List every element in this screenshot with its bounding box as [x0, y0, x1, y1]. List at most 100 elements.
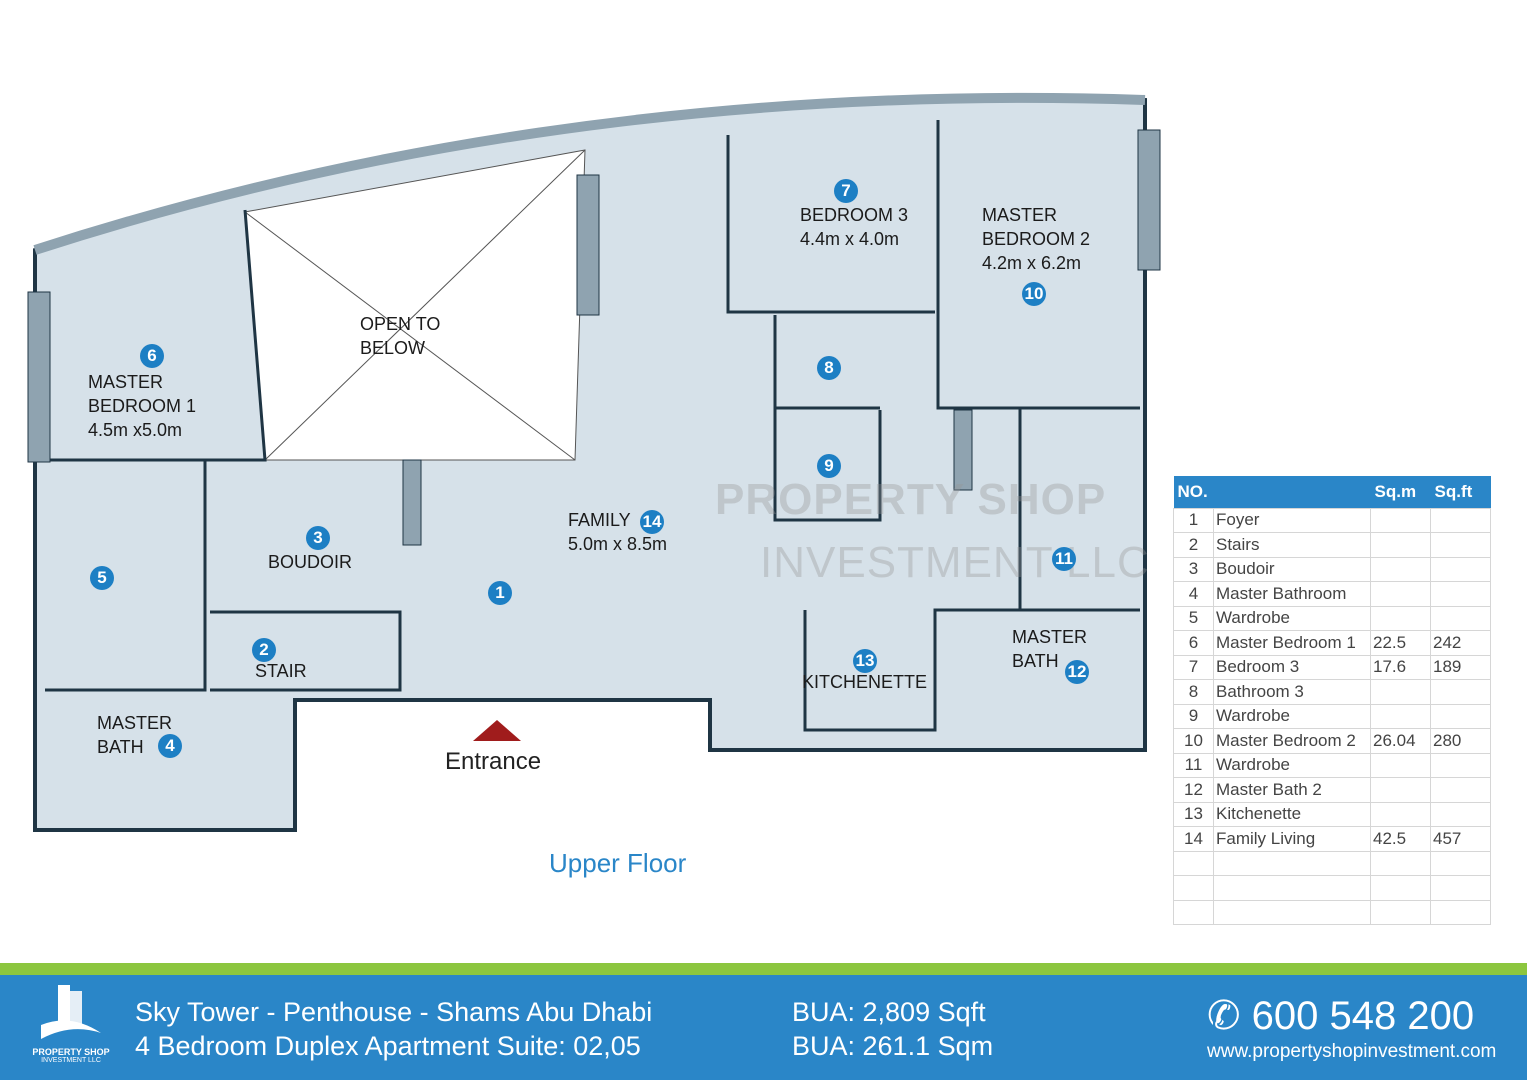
cell-room: Master Bedroom 2 — [1213, 728, 1371, 754]
room-marker: 5 — [90, 566, 114, 590]
col-room — [1213, 476, 1371, 508]
room-marker: 10 — [1022, 282, 1046, 306]
cell-sqm — [1370, 899, 1431, 925]
cell-sqm — [1370, 850, 1431, 876]
cell-sqm — [1370, 556, 1431, 582]
cell-room: Bedroom 3 — [1213, 654, 1371, 680]
cell-sqm: 22.5 — [1370, 630, 1431, 656]
cell-no: 5 — [1173, 605, 1214, 631]
cell-room: Master Bath 2 — [1213, 777, 1371, 803]
room-marker: 14 — [640, 510, 664, 534]
col-sqft: Sq.ft — [1430, 476, 1491, 508]
cell-sqm — [1370, 875, 1431, 901]
cell-sqft — [1430, 532, 1491, 558]
cell-no: 4 — [1173, 581, 1214, 607]
col-no: NO. — [1173, 476, 1214, 508]
cell-sqft: 280 — [1430, 728, 1491, 754]
cell-no: 6 — [1173, 630, 1214, 656]
cell-sqm — [1370, 777, 1431, 803]
cell-no: 1 — [1173, 507, 1214, 533]
room-marker: 9 — [817, 454, 841, 478]
cell-sqm — [1370, 752, 1431, 778]
cell-sqft — [1430, 899, 1491, 925]
green-stripe — [0, 963, 1527, 975]
cell-sqft — [1430, 507, 1491, 533]
cell-no: 3 — [1173, 556, 1214, 582]
building-logo-icon — [41, 985, 101, 1039]
entrance-arrow-icon — [473, 720, 521, 741]
cell-sqm: 42.5 — [1370, 826, 1431, 852]
cell-room: Wardrobe — [1213, 703, 1371, 729]
cell-no — [1173, 850, 1214, 876]
room-marker: 7 — [834, 179, 858, 203]
cell-no: 12 — [1173, 777, 1214, 803]
room-label-boudoir: BOUDOIR — [268, 552, 353, 572]
website-link[interactable]: www.propertyshopinvestment.com — [1207, 1041, 1497, 1062]
cell-no: 2 — [1173, 532, 1214, 558]
floor-label: Upper Floor — [549, 848, 687, 878]
floor-plan — [27, 92, 1161, 832]
cell-sqft — [1430, 703, 1491, 729]
room-marker: 3 — [306, 526, 330, 550]
room-marker: 13 — [853, 649, 877, 673]
cell-room: Boudoir — [1213, 556, 1371, 582]
cell-no — [1173, 899, 1214, 925]
cell-sqft — [1430, 679, 1491, 705]
cell-room: Foyer — [1213, 507, 1371, 533]
cell-no — [1173, 875, 1214, 901]
cell-sqm: 26.04 — [1370, 728, 1431, 754]
room-marker: 6 — [140, 344, 164, 368]
cell-sqm — [1370, 605, 1431, 631]
room-label-stair: STAIR — [255, 661, 307, 681]
room-marker: 12 — [1065, 660, 1089, 684]
cell-room — [1213, 850, 1371, 876]
cell-sqft — [1430, 801, 1491, 827]
cell-room — [1213, 875, 1371, 901]
cell-sqm: 17.6 — [1370, 654, 1431, 680]
cell-room: Wardrobe — [1213, 752, 1371, 778]
cell-room: Family Living — [1213, 826, 1371, 852]
room-marker: 1 — [488, 581, 512, 605]
cell-no: 7 — [1173, 654, 1214, 680]
col-sqm: Sq.m — [1370, 476, 1431, 508]
cell-sqm — [1370, 507, 1431, 533]
cell-room: Master Bedroom 1 — [1213, 630, 1371, 656]
table-row — [1173, 899, 1491, 925]
cell-no: 13 — [1173, 801, 1214, 827]
cell-sqft — [1430, 850, 1491, 876]
room-marker: 11 — [1052, 547, 1076, 571]
cell-sqft — [1430, 605, 1491, 631]
watermark-line-2: INVESTMENT LLC — [760, 538, 1150, 587]
cell-sqft: 457 — [1430, 826, 1491, 852]
bua-sqm: BUA: 261.1 Sqm — [792, 1031, 994, 1061]
cell-room: Wardrobe — [1213, 605, 1371, 631]
cell-sqft — [1430, 752, 1491, 778]
listing-subtitle: 4 Bedroom Duplex Apartment Suite: 02,05 — [135, 1031, 641, 1061]
cell-sqft — [1430, 581, 1491, 607]
cell-sqft: 242 — [1430, 630, 1491, 656]
cell-room: Bathroom 3 — [1213, 679, 1371, 705]
table-row — [1173, 875, 1491, 901]
cell-sqft — [1430, 777, 1491, 803]
phone[interactable]: ✆ 600 548 200 — [1207, 994, 1475, 1038]
watermark-line-1: PROPERTY SHOP — [715, 475, 1107, 524]
